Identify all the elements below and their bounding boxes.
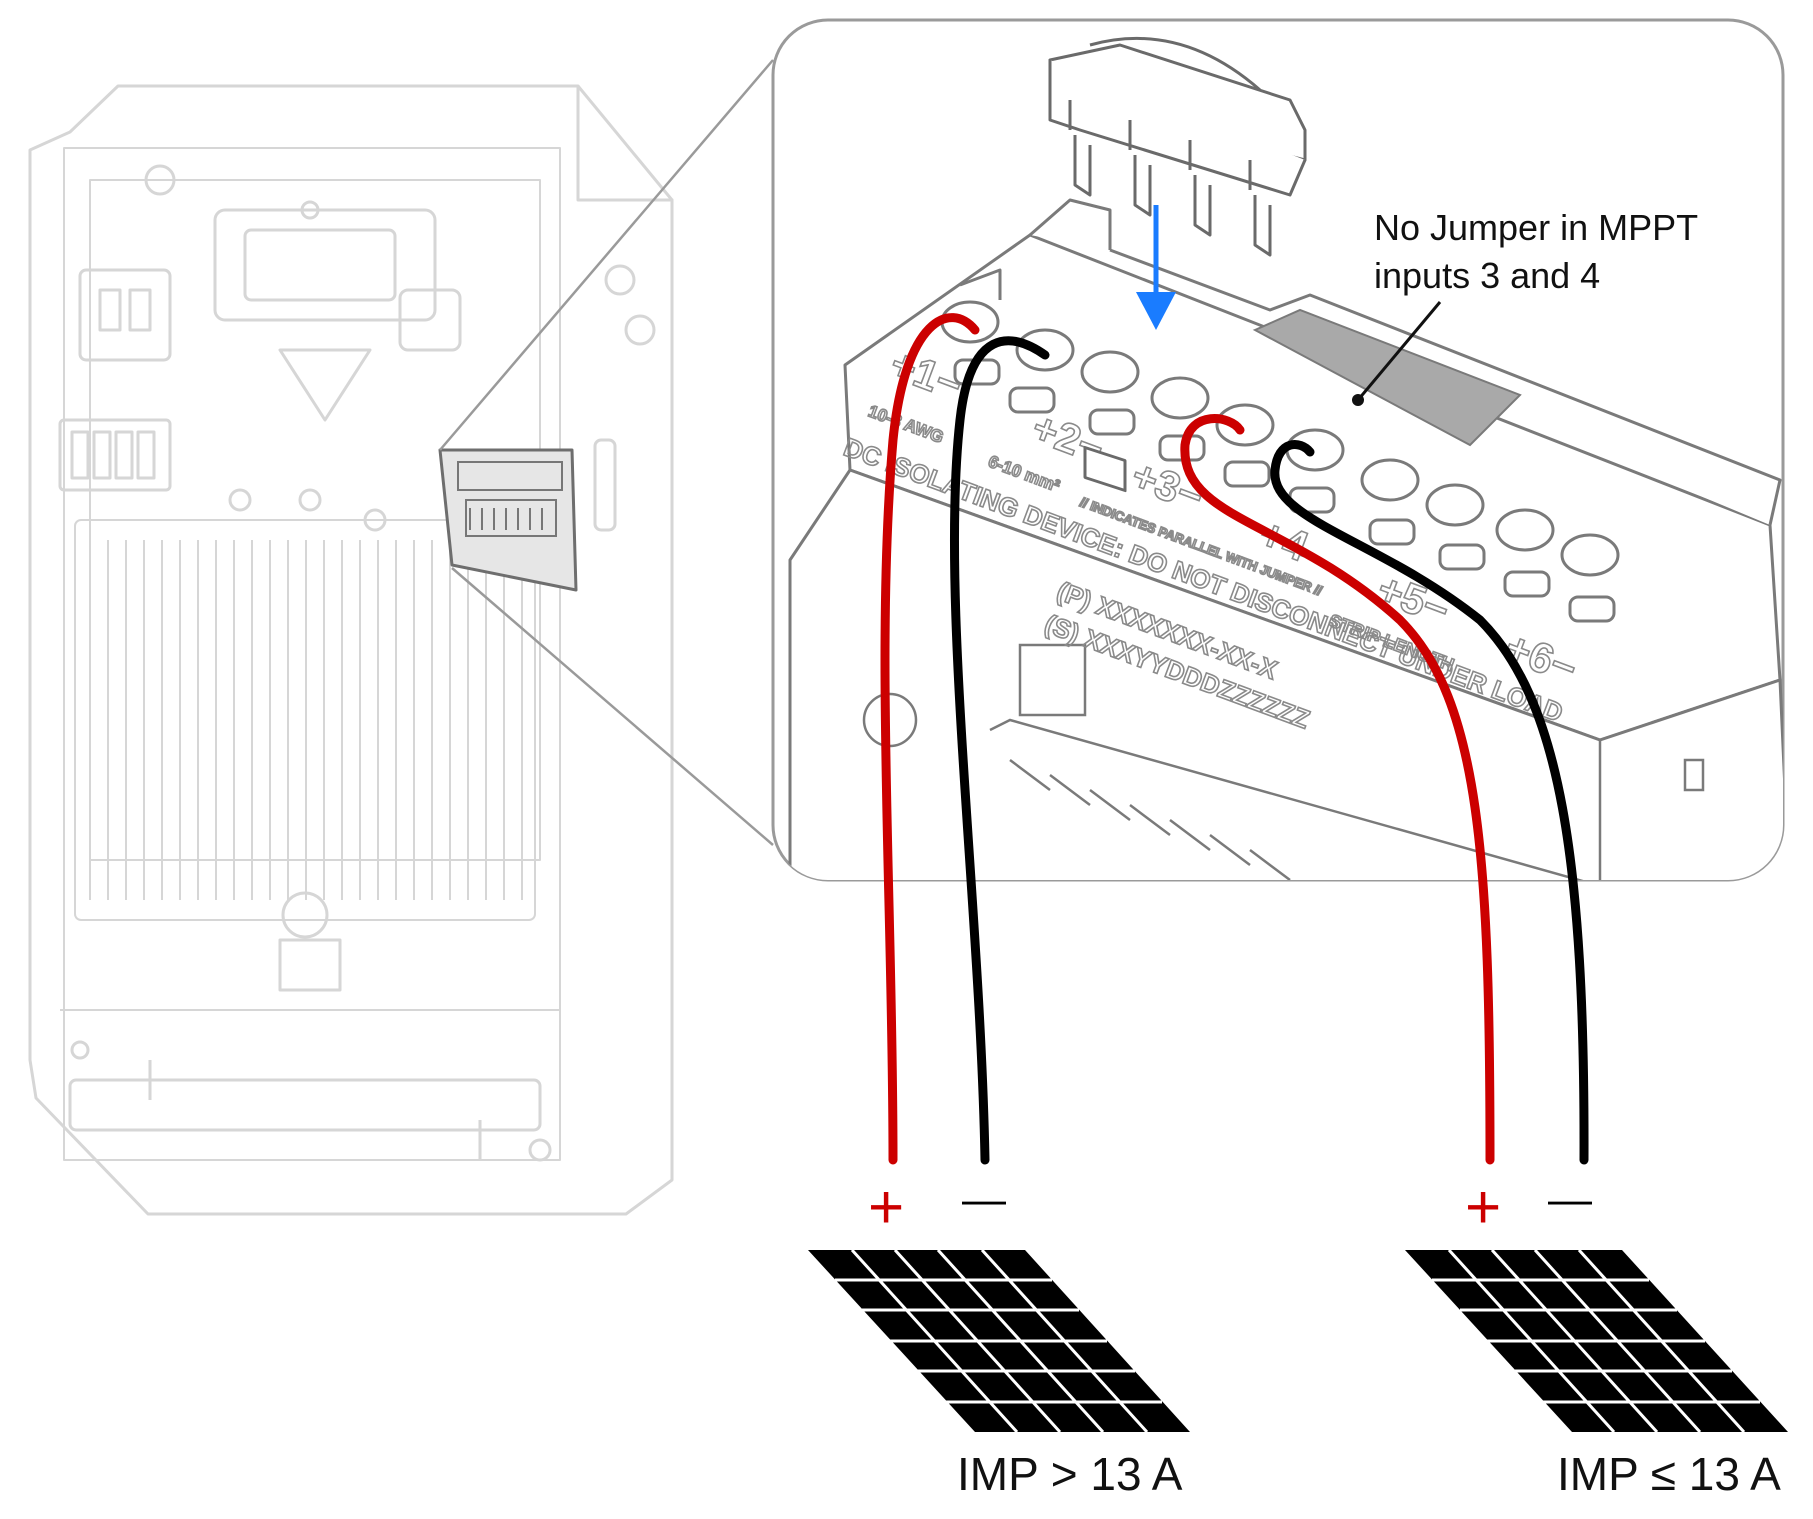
- left-minus-sign: —: [962, 1175, 1006, 1224]
- right-array-label: IMP ≤ 13 A: [1557, 1448, 1781, 1500]
- zoom-connector-lines: [439, 59, 774, 846]
- callout-note: No Jumper in MPPT inputs 3 and 4: [1352, 207, 1698, 406]
- empty-jumper-slot: [1252, 308, 1522, 447]
- left-positive-wire: [880, 313, 980, 1165]
- right-solar-array: + — IMP ≤ 13 A: [1405, 1173, 1788, 1500]
- terminal-block-detail: +1− 10-8 AWG +2− 6-10 mm² DC ISOLATING D…: [788, 198, 1783, 880]
- jumper-clip: [1048, 36, 1307, 493]
- right-negative-wire: [1270, 440, 1589, 1165]
- left-solar-array: + — IMP > 13 A: [808, 1173, 1190, 1500]
- callout-line-2: inputs 3 and 4: [1374, 255, 1600, 296]
- right-minus-sign: —: [1548, 1175, 1592, 1224]
- inverter-device: [28, 84, 674, 1216]
- left-negative-wire: [949, 336, 1050, 1165]
- insert-arrow: [1136, 205, 1176, 330]
- right-plus-sign: +: [1465, 1173, 1501, 1242]
- callout-dot: [1352, 394, 1364, 406]
- left-solar-panel: [808, 1248, 1190, 1434]
- right-solar-panel: [1405, 1248, 1788, 1434]
- callout-leader-line: [1356, 301, 1442, 401]
- right-positive-wire: [1180, 414, 1495, 1165]
- left-array-label: IMP > 13 A: [957, 1448, 1183, 1500]
- left-plus-sign: +: [868, 1173, 904, 1242]
- callout-line-1: No Jumper in MPPT: [1374, 207, 1698, 248]
- device-terminal-block: [438, 448, 578, 592]
